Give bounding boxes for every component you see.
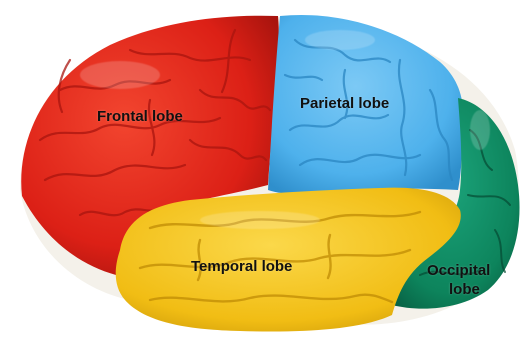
occipital-lobe-label-line1: Occipital xyxy=(427,261,490,280)
temporal-lobe-label: Temporal lobe xyxy=(191,258,292,275)
occipital-lobe-label: Occipital lobe xyxy=(427,261,490,299)
frontal-lobe-label: Frontal lobe xyxy=(97,108,183,125)
parietal-lobe-label: Parietal lobe xyxy=(300,95,389,112)
occipital-lobe-label-line2: lobe xyxy=(427,280,490,299)
